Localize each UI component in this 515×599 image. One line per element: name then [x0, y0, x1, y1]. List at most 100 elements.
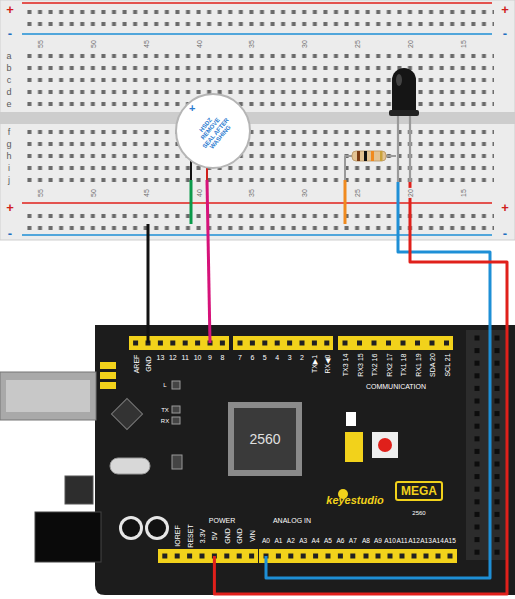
pin-label: 5	[263, 354, 267, 361]
breadboard-marking: 45	[142, 39, 149, 49]
breadboard-marking: j	[8, 176, 10, 185]
pin-label: SCL 21	[443, 353, 450, 376]
pin-label: ANALOG IN	[273, 517, 311, 524]
header-pins	[475, 399, 500, 404]
header-pins	[475, 373, 500, 378]
header-pins	[475, 424, 500, 429]
header-pins	[475, 449, 500, 454]
header-pins	[475, 537, 500, 542]
header-pins	[475, 361, 500, 366]
node-text: +	[189, 103, 195, 115]
pin-label: IOREF	[174, 525, 181, 546]
resistor-symbol	[345, 151, 396, 180]
header-pins	[475, 436, 500, 441]
pin-label: 2	[300, 354, 304, 361]
breadboard-marking: 55	[37, 188, 44, 198]
pin-label: 10	[194, 354, 202, 361]
header-pins	[475, 462, 500, 467]
signal-wire	[207, 180, 210, 343]
pin-label: 2560	[412, 510, 425, 516]
breadboard-marking: 20	[406, 188, 413, 198]
breadboard	[0, 0, 515, 240]
node-text: HSDZ REMOVE SEAL AFTER WASHING	[191, 108, 235, 153]
breadboard-marking: 40	[195, 188, 202, 198]
breadboard-marking: 35	[248, 39, 255, 49]
header-pins	[475, 336, 500, 341]
pin-label: A5	[324, 538, 332, 545]
header-pins	[264, 554, 356, 559]
breadboard-marking: +	[6, 201, 14, 214]
jumper-wire	[344, 180, 347, 224]
pin-label: 3.3V	[199, 529, 206, 543]
pin-label: TX1 18	[400, 354, 407, 377]
pin-label: 4	[275, 354, 279, 361]
node-text: 2560	[249, 432, 280, 447]
header-pins	[475, 386, 500, 391]
pin-label: AREF	[132, 355, 139, 374]
pin-label: TX3 14	[342, 354, 349, 377]
breadboard-marking: 25	[354, 188, 361, 198]
header-pins	[475, 411, 500, 416]
header-pins	[475, 348, 500, 353]
pin-label: TX	[161, 407, 169, 413]
power-wire	[214, 182, 507, 594]
pin-label: A10	[384, 538, 396, 545]
pin-label: GND	[236, 528, 243, 544]
pin-label: A15	[444, 538, 456, 545]
breadboard-marking: 35	[248, 188, 255, 198]
pin-label: A0	[262, 538, 270, 545]
pin-label: RX2 17	[385, 353, 392, 376]
breadboard-marking: -	[503, 227, 507, 240]
breadboard-marking: g	[6, 140, 11, 149]
breadboard-marking: 50	[89, 188, 96, 198]
header-pins	[364, 554, 453, 559]
pin-label: A14	[432, 538, 444, 545]
header-pins	[475, 487, 500, 492]
pin-label: A4	[312, 538, 320, 545]
pin-label: GND	[145, 356, 152, 372]
breadboard-marking: a	[6, 52, 11, 61]
breadboard-marking: b	[6, 64, 11, 73]
header-pins	[475, 525, 500, 530]
pin-label: 9	[208, 354, 212, 361]
breadboard-marking: f	[8, 128, 11, 137]
breadboard-marking: c	[7, 76, 12, 85]
pin-label: A7	[349, 538, 357, 545]
pin-label: A6	[336, 538, 344, 545]
pin-label: 8	[220, 354, 224, 361]
pin-label: GND	[223, 528, 230, 544]
buzzer: +HSDZ REMOVE SEAL AFTER WASHING	[175, 93, 251, 169]
pin-label: 11	[182, 354, 189, 361]
gnd-wire	[147, 224, 150, 343]
header-pins	[475, 550, 500, 555]
pin-label: RX1 19	[414, 353, 421, 376]
pin-label: RESET	[186, 524, 193, 547]
breadboard-marking: 15	[459, 39, 466, 49]
pin-label: A12	[408, 538, 420, 545]
breadboard-marking: 50	[89, 39, 96, 49]
pin-label: SDA 20	[429, 353, 436, 377]
flame-sensor	[389, 68, 419, 182]
pin-label: RX	[161, 418, 169, 424]
pin-label: L	[163, 382, 166, 388]
header-pins	[162, 554, 254, 559]
breadboard-marking: -	[8, 27, 12, 40]
breadboard-marking: h	[6, 152, 11, 161]
pin-label: A13	[420, 538, 432, 545]
pin-label: POWER	[209, 517, 235, 524]
pin-label: TX2 16	[371, 354, 378, 377]
analog-wire	[266, 182, 490, 578]
pin-label: A3	[299, 538, 307, 545]
breadboard-marking: 20	[406, 39, 413, 49]
pin-label: keyestudio	[326, 495, 383, 506]
mega-badge: MEGA	[395, 481, 443, 501]
breadboard-marking: d	[6, 88, 11, 97]
header-pins	[475, 474, 500, 479]
breadboard-marking: 40	[195, 39, 202, 49]
header-pins	[475, 499, 500, 504]
header-pins	[343, 341, 450, 346]
pin-label: 13	[156, 354, 164, 361]
header-pins	[475, 512, 500, 517]
header-pins	[238, 341, 330, 346]
